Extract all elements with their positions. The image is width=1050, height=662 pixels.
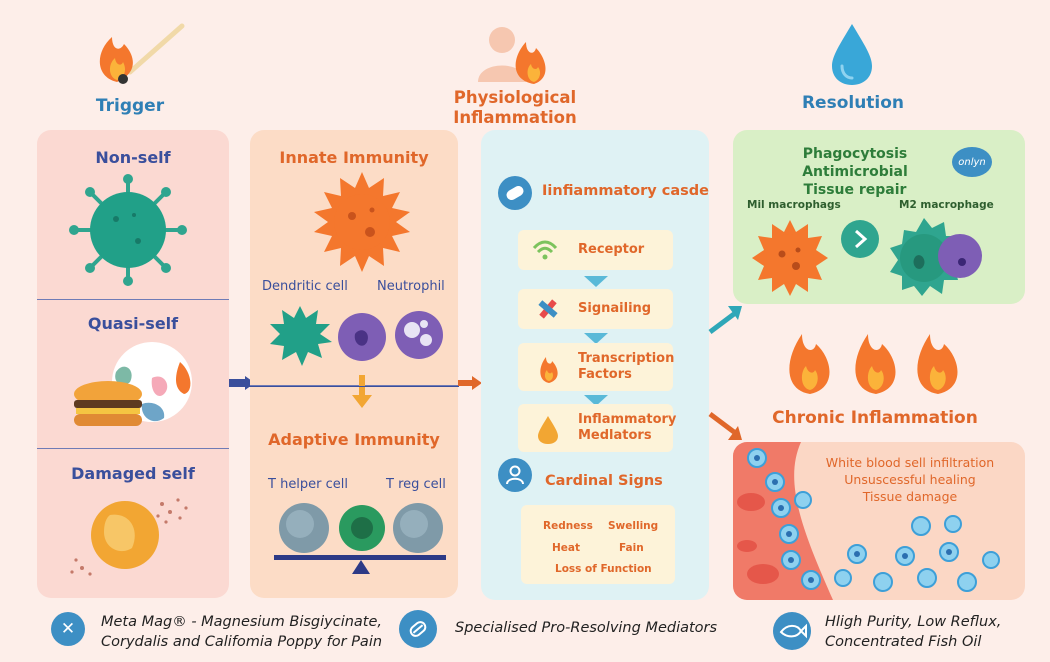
adaptive-immunity-title: Adaptive Immunity (268, 430, 440, 449)
resolution-line-tissue-repair: Tissue repair (803, 182, 907, 198)
spiky-cell-icon (314, 172, 410, 272)
person-icon (498, 458, 532, 492)
sign-loss-of-function: Loss of Function (555, 563, 652, 575)
m2-macrophage-icon (890, 218, 982, 296)
m1-macrophage-label: Mil macrophags (747, 199, 841, 211)
step-mediators-label: Inflammatory Medlators (578, 412, 677, 443)
chronic-lines: White blood sell infiltration Unsuscessf… (810, 454, 1010, 505)
chronic-line-damage: Tissue damage (862, 489, 958, 504)
tissue-vessel-icon (733, 442, 833, 600)
footer-pill-icon (399, 610, 437, 648)
step-arrow-1 (584, 276, 608, 287)
footer-cross-icon: ✕ (51, 612, 85, 646)
flames-icon (789, 334, 958, 394)
footer-left-text: Meta Mag® - Magnesium Bisgiycinate, Cory… (101, 614, 383, 650)
macrophage-cell-icon (338, 313, 386, 361)
quasi-self-label: Quasi-self (87, 314, 179, 333)
immunity-divider (250, 385, 458, 386)
drop-icon (538, 416, 558, 444)
resolution-line-antimicrobial: Antimicrobial (802, 164, 908, 180)
arrow-to-resolution (708, 306, 742, 334)
food-microbiome-icon (74, 342, 192, 426)
step-signaling: Signailing (518, 289, 673, 329)
water-drop-icon (832, 24, 872, 85)
person-fire-icon (478, 27, 546, 84)
footer-middle-text: Specialised Pro-Resolving Mediators (455, 620, 718, 636)
dendritic-cell-label: Dendritic cell (262, 279, 348, 294)
step-mediators: Inflammatory Medlators (518, 404, 677, 452)
resolution-badge: onlyn (952, 147, 992, 177)
t-reg-label: T reg cell (386, 477, 446, 492)
sign-heat: Heat (552, 542, 581, 554)
t-cells-balance-icon (274, 503, 446, 574)
damaged-self-label: Damaged self (71, 464, 195, 483)
trigger-divider-1 (37, 299, 229, 300)
arrow-immunity-to-cascade (458, 376, 482, 390)
cross-icon (538, 299, 558, 319)
chevron-right-icon (841, 220, 879, 258)
arrow-innate-to-adaptive (352, 375, 372, 408)
arrow-to-chronic (708, 412, 742, 440)
chronic-header: Chronic Inflammation (772, 408, 978, 428)
m2-macrophage-label: M2 macrophage (899, 199, 994, 211)
wifi-icon (532, 240, 558, 260)
resolution-header: Resolution (801, 93, 905, 113)
footer-right-text: Hligh Purity, Low Reflux, Concentrated F… (825, 614, 1002, 650)
step-transcription: Transcription Factors (518, 343, 675, 391)
cascade-title: Iinfiammatory casde (542, 183, 709, 199)
step-signaling-label: Signailing (578, 301, 652, 316)
capsule-icon (498, 176, 532, 210)
physiological-header: Physiological Inflammation (453, 88, 577, 127)
sign-swelling: Swelling (608, 520, 659, 532)
step-arrow-2 (584, 333, 608, 344)
step-receptor-label: Receptor (578, 242, 645, 257)
step-arrow-3 (584, 395, 608, 406)
resolution-lines: Phagocytosis Antimicrobial Tissue repair (780, 145, 930, 199)
trigger-header: Trigger (95, 96, 165, 116)
cardinal-signs-box (521, 505, 675, 584)
white-blood-cells-icon (747, 448, 1000, 592)
non-self-label: Non-self (95, 148, 171, 167)
sign-fain: Fain (619, 542, 644, 554)
neutrophil-cell-icon (395, 311, 443, 359)
virus-icon (69, 174, 187, 286)
step-transcription-label: Transcription Factors (578, 351, 675, 382)
t-helper-label: T helper cell (268, 477, 349, 492)
m1-macrophage-icon (752, 220, 828, 296)
trigger-divider-2 (37, 448, 229, 449)
flame-icon (540, 357, 558, 383)
chronic-line-infiltration: White blood sell infiltration (825, 455, 995, 470)
innate-immunity-title: Innate Immunity (279, 148, 429, 167)
chronic-line-healing: Unsuscessful healing (844, 472, 976, 487)
match-fire-icon (99, 23, 185, 84)
resolution-line-phagocytosis: Phagocytosis (802, 146, 908, 162)
cardinal-signs-title: Cardinal Signs (545, 473, 663, 489)
footer-fish-icon (773, 612, 811, 650)
connector-line (229, 386, 459, 387)
damaged-cell-icon (70, 498, 188, 576)
dendritic-cell-icon (270, 306, 332, 366)
step-receptor: Receptor (518, 230, 673, 270)
neutrophil-label: Neutrophil (377, 279, 445, 294)
sign-redness: Redness (543, 520, 593, 532)
